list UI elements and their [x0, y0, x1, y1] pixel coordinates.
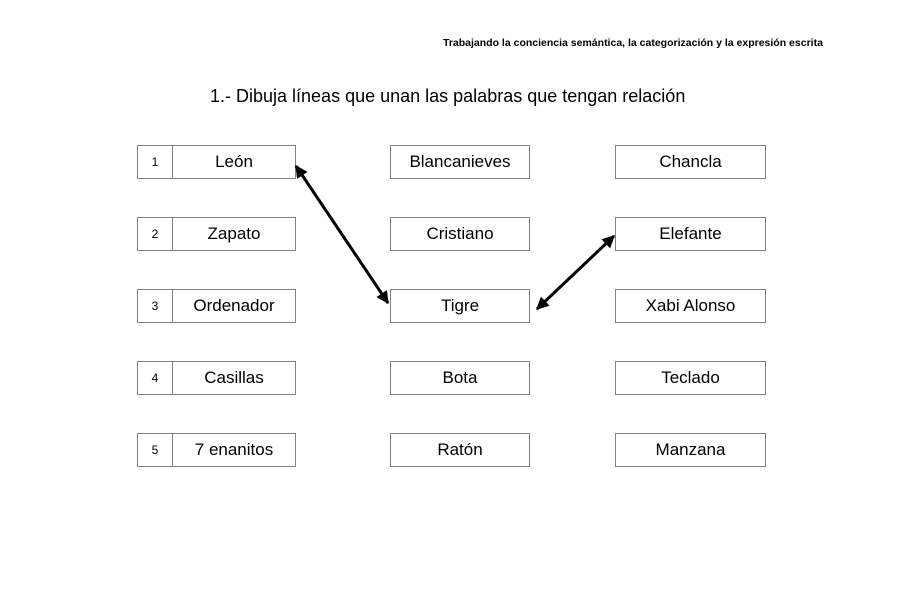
row-number: 2 — [138, 218, 173, 250]
connection-arrow — [294, 164, 390, 305]
word-box-leon: 1 León — [137, 145, 296, 179]
word-label: Chancla — [659, 152, 722, 171]
word-label: Bota — [442, 368, 478, 387]
word-box-zapato: 2 Zapato — [137, 217, 296, 251]
word-label: León — [215, 152, 253, 171]
word-box-7-enanitos: 5 7 enanitos — [137, 433, 296, 467]
header-note: Trabajando la conciencia semántica, la c… — [443, 37, 823, 49]
connection-arrow — [535, 234, 616, 311]
word-label: Ordenador — [193, 296, 275, 315]
word-box-chancla: Chancla — [615, 145, 766, 179]
word-box-teclado: Teclado — [615, 361, 766, 395]
word-box-blancanieves: Blancanieves — [390, 145, 530, 179]
word-label: Ratón — [437, 440, 483, 459]
word-box-elefante: Elefante — [615, 217, 766, 251]
row-number: 3 — [138, 290, 173, 322]
word-box-bota: Bota — [390, 361, 530, 395]
word-label: Manzana — [655, 440, 726, 459]
word-box-ordenador: 3 Ordenador — [137, 289, 296, 323]
row-number: 4 — [138, 362, 173, 394]
word-label: Zapato — [207, 224, 261, 243]
word-label: Blancanieves — [409, 152, 511, 171]
row-number: 1 — [138, 146, 173, 178]
word-box-manzana: Manzana — [615, 433, 766, 467]
worksheet-title: 1.- Dibuja líneas que unan las palabras … — [210, 86, 686, 106]
word-label: 7 enanitos — [194, 440, 274, 459]
word-box-cristiano: Cristiano — [390, 217, 530, 251]
word-label: Casillas — [204, 368, 264, 387]
word-box-raton: Ratón — [390, 433, 530, 467]
word-label: Tigre — [440, 296, 480, 315]
word-box-casillas: 4 Casillas — [137, 361, 296, 395]
word-label: Teclado — [661, 368, 720, 387]
row-number: 5 — [138, 434, 173, 466]
word-label: Xabi Alonso — [645, 296, 736, 315]
word-box-tigre: Tigre — [390, 289, 530, 323]
word-label: Cristiano — [426, 224, 494, 243]
word-label: Elefante — [659, 224, 722, 243]
word-box-xabi-alonso: Xabi Alonso — [615, 289, 766, 323]
